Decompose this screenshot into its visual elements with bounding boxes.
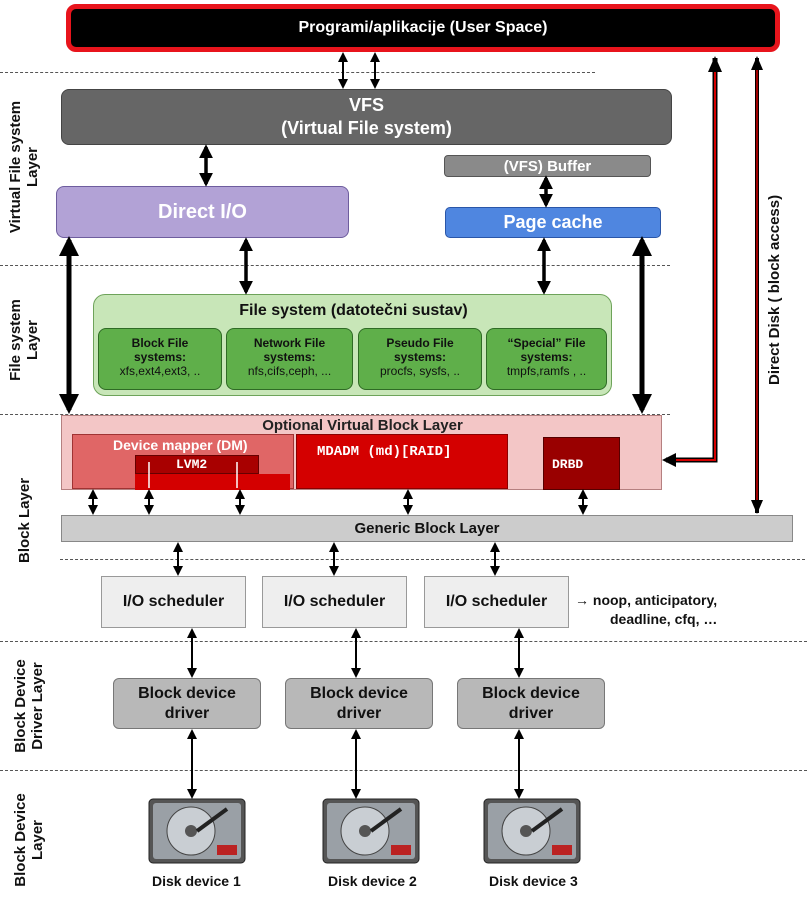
separator-driver-device xyxy=(0,770,807,771)
fs-type-network-detail: nfs,cifs,ceph, ... xyxy=(247,364,332,378)
layer-label-block-text: Block Layer xyxy=(16,477,33,563)
disk-label-3: Disk device 3 xyxy=(489,873,578,889)
fs-type-network-line2: systems: xyxy=(263,350,316,364)
layer-label-device-line2: Layer xyxy=(29,819,46,861)
vfs-title: VFS xyxy=(348,95,384,115)
device-mapper-lower-strip xyxy=(135,474,290,490)
optional-block-layer-title: Optional Virtual Block Layer xyxy=(262,417,463,434)
fs-type-special: “Special” File systems: tmpfs,ramfs , .. xyxy=(486,328,607,390)
fs-type-pseudo: Pseudo File systems: procfs, sysfs, .. xyxy=(358,328,482,390)
layer-label-driver: Block Device Driver Layer xyxy=(12,651,48,761)
fs-type-block: Block File systems: xfs,ext4,ext3, .. xyxy=(98,328,222,390)
block-driver-1-line2: driver xyxy=(164,704,210,722)
hard-disk-icon-3 xyxy=(483,798,581,864)
layer-label-fs: File system Layer xyxy=(7,295,43,385)
fs-type-pseudo-line2: systems: xyxy=(393,350,447,364)
direct-disk-label-text: Direct Disk ( block access) xyxy=(766,194,783,385)
io-scheduler-2-label: I/O scheduler xyxy=(283,593,386,610)
separator-fs-block xyxy=(0,414,670,415)
hard-disk-icon-2 xyxy=(322,798,420,864)
drbd-label: DRBD xyxy=(552,457,584,472)
page-cache-label: Page cache xyxy=(503,212,603,232)
vfs-buffer-label: (VFS) Buffer xyxy=(503,157,592,175)
direct-io-label: Direct I/O xyxy=(158,200,247,223)
fs-type-pseudo-line1: Pseudo File xyxy=(386,336,454,350)
layer-label-device-line1: Block Device xyxy=(12,793,29,887)
layer-label-driver-line2: Driver Layer xyxy=(29,662,46,750)
fs-type-pseudo-detail: procfs, sysfs, .. xyxy=(379,364,460,378)
vfs-buffer-box: (VFS) Buffer xyxy=(444,155,651,177)
layer-label-vfs: Virtual File system Layer xyxy=(7,97,43,237)
fs-type-special-detail: tmpfs,ramfs , .. xyxy=(506,364,587,378)
block-driver-1: Block device driver xyxy=(113,678,261,729)
fs-type-block-detail: xfs,ext4,ext3, .. xyxy=(119,364,201,378)
layer-label-vfs-line1: Virtual File system xyxy=(7,100,24,234)
direct-disk-label: Direct Disk ( block access) xyxy=(766,195,784,385)
vfs-box: VFS (Virtual File system) xyxy=(61,89,672,145)
lvm2-box: LVM2 xyxy=(135,455,259,474)
separator-vfs-top xyxy=(0,72,595,73)
fs-type-block-line2: systems: xyxy=(133,350,187,364)
device-mapper-label: Device mapper (DM) xyxy=(113,437,248,453)
separator-scheduler-driver xyxy=(0,641,807,642)
layer-label-fs-line2: Layer xyxy=(24,319,41,361)
block-driver-1-line1: Block device xyxy=(138,684,236,702)
generic-block-layer-box: Generic Block Layer xyxy=(61,515,793,542)
io-scheduler-3-label: I/O scheduler xyxy=(445,593,548,610)
file-system-title: File system (datotečni sustav) xyxy=(239,302,468,319)
io-scheduler-1: I/O scheduler xyxy=(101,576,246,628)
generic-block-layer-label: Generic Block Layer xyxy=(354,520,500,537)
io-scheduler-2: I/O scheduler xyxy=(262,576,407,628)
block-driver-3-line2: driver xyxy=(508,704,554,722)
separator-vfs-fs xyxy=(0,265,670,266)
block-driver-2: Block device driver xyxy=(285,678,433,729)
disk-label-1: Disk device 1 xyxy=(152,873,241,889)
scheduler-note-line2: deadline, cfq, … xyxy=(610,611,718,627)
direct-io-box: Direct I/O xyxy=(56,186,349,238)
mdadm-box: MDADM (md)[RAID] xyxy=(296,434,508,489)
user-space-label: Programi/aplikacije (User Space) xyxy=(298,19,548,36)
mdadm-label: MDADM (md)[RAID] xyxy=(317,444,452,460)
layer-label-block: Block Layer xyxy=(16,477,34,563)
block-driver-3-line1: Block device xyxy=(482,684,580,702)
fs-type-block-line1: Block File xyxy=(131,336,189,350)
drbd-box: DRBD xyxy=(543,437,620,490)
block-driver-2-line1: Block device xyxy=(310,684,408,702)
layer-label-vfs-line2: Layer xyxy=(24,146,41,188)
hard-disk-icon-1 xyxy=(148,798,246,864)
layer-label-driver-line1: Block Device xyxy=(12,659,29,753)
scheduler-note-line1: → noop, anticipatory, xyxy=(575,592,718,608)
fs-type-special-line2: systems: xyxy=(520,350,573,364)
fs-type-network: Network File systems: nfs,cifs,ceph, ... xyxy=(226,328,353,390)
vfs-subtitle: (Virtual File system) xyxy=(281,118,452,138)
lvm2-label: LVM2 xyxy=(176,457,208,472)
io-scheduler-3: I/O scheduler xyxy=(424,576,569,628)
arrow-userspace-drbd xyxy=(666,58,718,463)
layer-label-device: Block Device Layer xyxy=(12,785,48,895)
separator-block-scheduler xyxy=(60,559,805,560)
disk-label-2: Disk device 2 xyxy=(328,873,417,889)
user-space-box: Programi/aplikacije (User Space) xyxy=(66,4,780,52)
fs-type-network-line1: Network File xyxy=(253,336,326,350)
page-cache-box: Page cache xyxy=(445,207,661,238)
layer-label-fs-line1: File system xyxy=(7,299,24,381)
block-driver-3: Block device driver xyxy=(457,678,605,729)
block-driver-2-line2: driver xyxy=(336,704,382,722)
fs-type-special-line1: “Special” File xyxy=(507,336,586,350)
io-scheduler-1-label: I/O scheduler xyxy=(122,593,225,610)
